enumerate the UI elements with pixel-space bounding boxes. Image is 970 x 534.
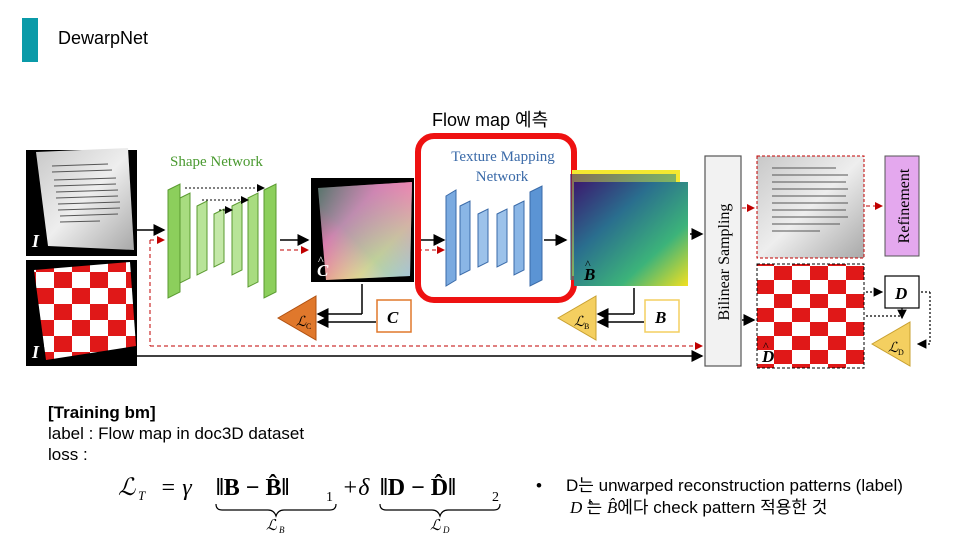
training-label-line: label : Flow map in doc3D dataset <box>48 424 305 443</box>
d-gt-box: D <box>884 275 920 309</box>
svg-text:D: D <box>894 284 907 303</box>
training-heading: [Training bm] <box>48 403 156 422</box>
texture-mapping-network <box>445 185 543 287</box>
input-checker-label: I <box>31 342 40 362</box>
svg-text:1: 1 <box>326 490 333 505</box>
texture-mapping-label-1: Texture Mapping <box>451 149 555 165</box>
svg-text:^: ^ <box>763 339 769 353</box>
formula-lhs: ℒ <box>118 475 136 501</box>
svg-text:D: D <box>898 348 904 357</box>
bm-gt-box: B <box>644 299 680 333</box>
bullet-dot: • <box>536 476 542 495</box>
svg-text:^: ^ <box>318 253 324 267</box>
training-loss-line: loss : <box>48 445 88 464</box>
input-image-label: I <box>31 231 40 251</box>
input-checker-image: I c <box>26 260 137 366</box>
input-document-image: I <box>26 148 137 256</box>
svg-text:D: D <box>442 525 450 534</box>
svg-text:C: C <box>387 308 399 327</box>
flowmap-label: Flow map 예측 <box>432 110 549 130</box>
bm-pred-label: B <box>583 265 595 284</box>
svg-text:B: B <box>279 525 285 534</box>
accent-bar <box>22 18 38 62</box>
note-line-2: D ̂는 B̂에다 check pattern 적용한 것 <box>570 498 828 517</box>
texture-mapping-label-2: Network <box>476 169 529 185</box>
loss-d-triangle: ℒ D <box>871 321 911 367</box>
svg-text:Refinement: Refinement <box>896 168 913 243</box>
svg-text:Bilinear Sampling: Bilinear Sampling <box>716 204 733 321</box>
coord-pred-label: C <box>317 261 329 280</box>
note-line-1: D는 unwarped reconstruction patterns (lab… <box>566 476 903 495</box>
formula-eq: = γ <box>160 475 192 501</box>
unwarped-document <box>756 155 865 259</box>
shape-network-label: Shape Network <box>170 154 263 170</box>
loss-c-triangle: ℒ C <box>277 295 317 341</box>
refinement-box: Refinement <box>884 155 920 257</box>
svg-text:C: C <box>306 322 311 331</box>
svg-text:ℒ: ℒ <box>888 341 899 356</box>
svg-text:B: B <box>584 322 589 331</box>
backward-map-pred: B ^ <box>570 170 688 286</box>
formula-plus: +δ <box>342 475 370 501</box>
training-description: [Training bm] label : Flow map in doc3D … <box>48 402 304 465</box>
formula-term2: ‖D − D̂‖ <box>380 474 456 501</box>
svg-text:ℒ: ℒ <box>574 315 585 330</box>
formula-term1: ‖B − B̂‖ <box>216 474 289 501</box>
shape-network <box>167 183 277 299</box>
svg-text:T: T <box>138 488 146 503</box>
input-checker-sup: c <box>44 337 50 351</box>
svg-text:2: 2 <box>492 490 499 505</box>
svg-text:ℒ: ℒ <box>430 518 442 534</box>
coordinate-map-pred: C ^ <box>311 178 414 282</box>
svg-text:ℒ: ℒ <box>296 315 307 330</box>
d-pred-label: D <box>761 347 774 366</box>
slide-title: DewarpNet <box>58 28 149 48</box>
bilinear-sampling-box: Bilinear Sampling <box>704 155 742 367</box>
svg-text:B: B <box>654 308 666 327</box>
loss-b-triangle: ℒ B <box>557 295 597 341</box>
svg-text:^: ^ <box>585 257 591 271</box>
unwarped-checker-pred: D ^ <box>756 263 865 369</box>
coord-gt-box: C <box>376 299 412 333</box>
svg-text:ℒ: ℒ <box>266 518 278 534</box>
